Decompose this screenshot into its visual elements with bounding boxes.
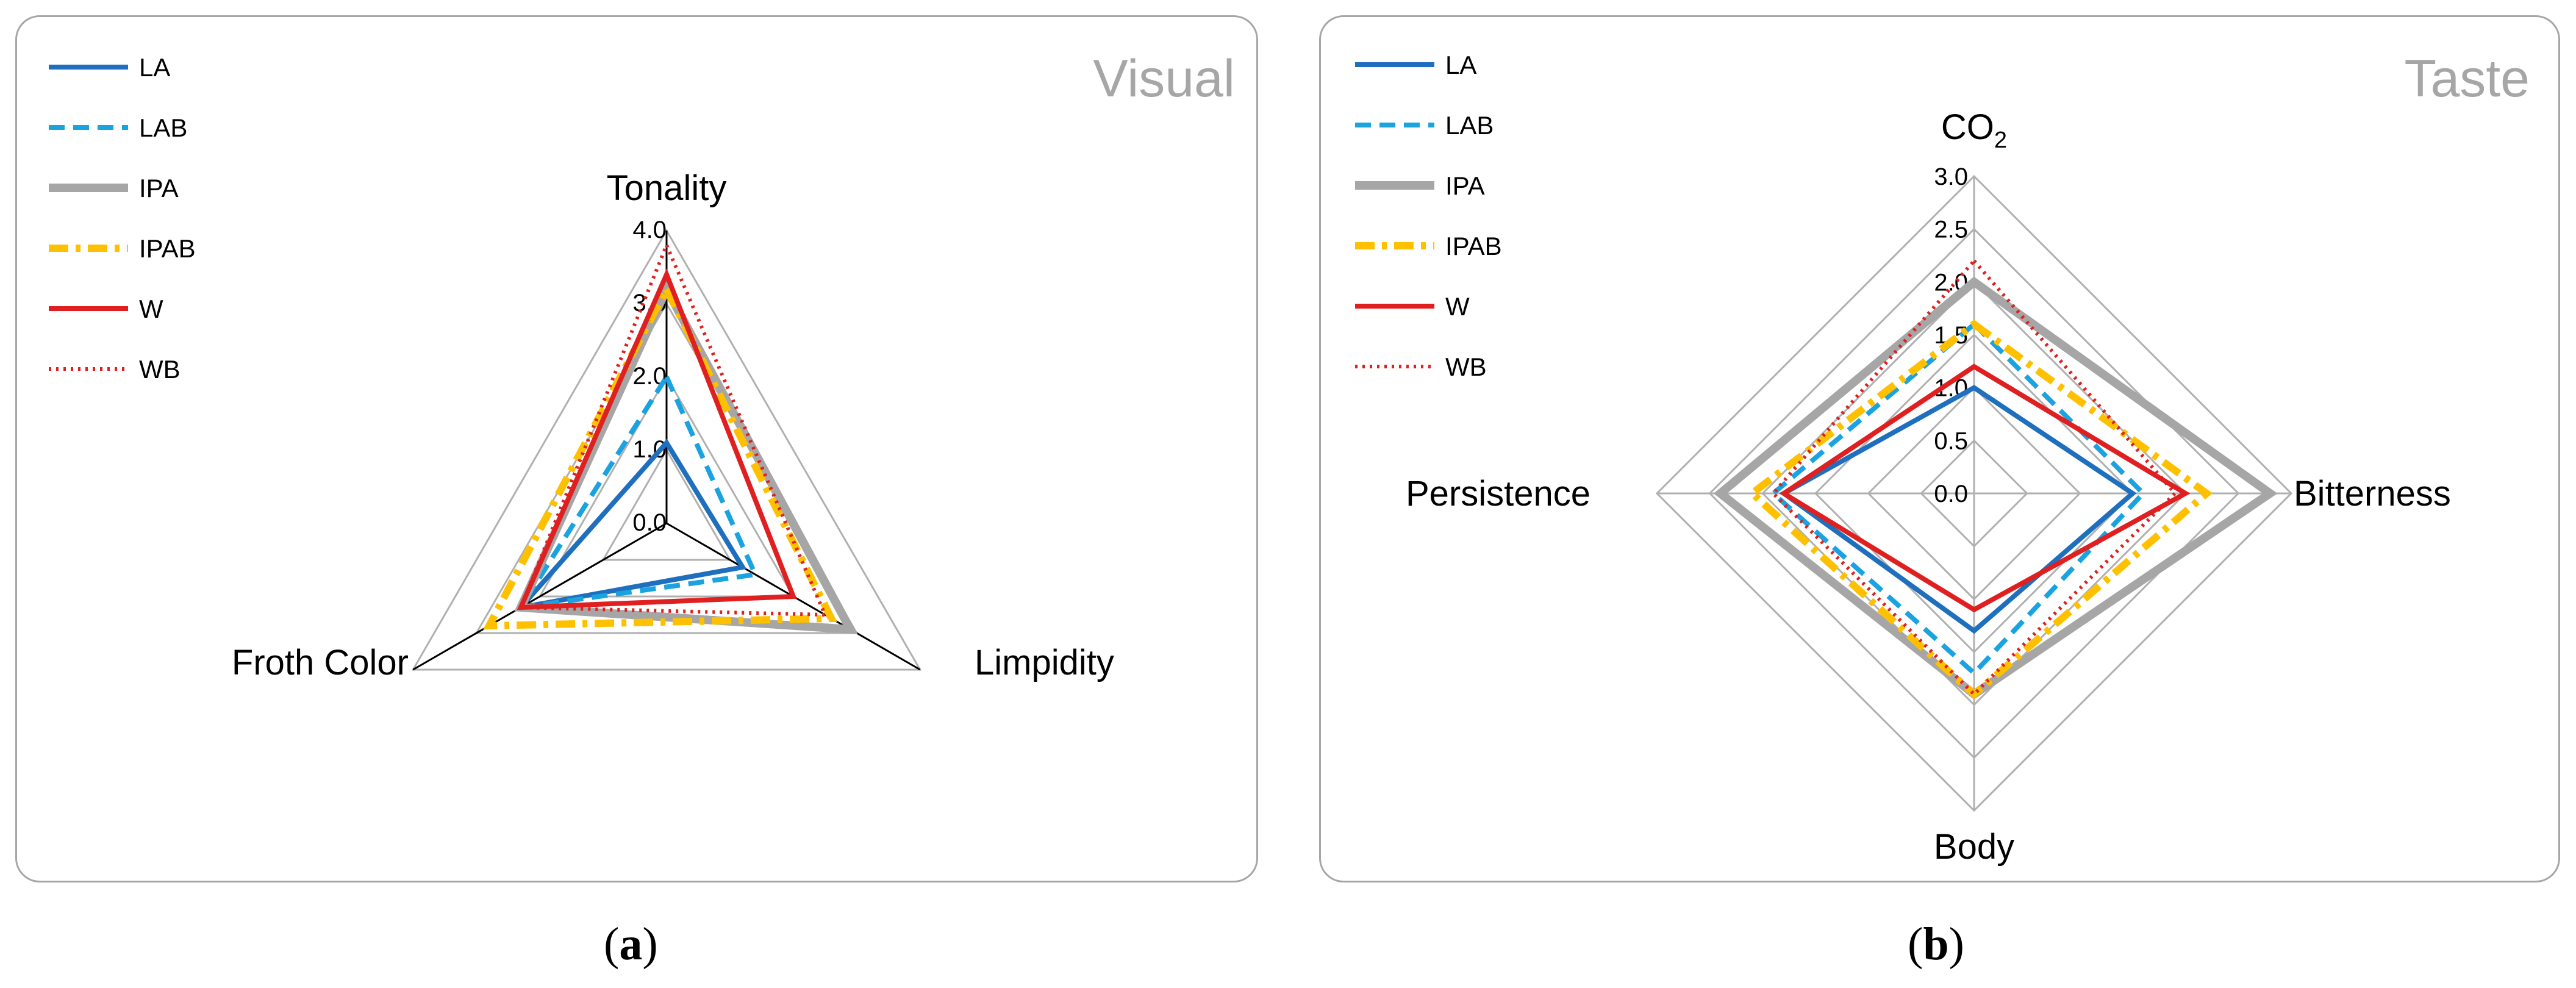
series-la [1779, 384, 2137, 634]
caption-b-close: ) [1948, 918, 1964, 970]
series-wb [518, 240, 828, 617]
caption-b: (b) [1908, 918, 1964, 971]
series [1713, 258, 2278, 700]
axis-label-bitterness: Bitterness [2294, 474, 2451, 514]
caption-b-letter: b [1923, 918, 1949, 970]
taste-radar-chart: TasteLALABIPAIPABWWB0.00.51.01.52.02.53.… [1355, 49, 2530, 867]
grid-ring-1 [601, 448, 732, 561]
legend-label-w: W [139, 295, 163, 323]
series-ipab [482, 281, 837, 630]
axis-label-froth-color: Froth Color [232, 643, 409, 682]
series-w [517, 268, 797, 610]
legend-label-la: LA [1445, 51, 1476, 79]
legend: LA LAB IPA IPAB W WB [1355, 51, 1502, 381]
legend-label-wb: WB [1445, 353, 1487, 381]
legend-label-la: LA [139, 53, 170, 82]
tick-label-5: 2.5 [1934, 217, 1968, 243]
axis-spoke-froth-color [412, 522, 667, 671]
legend: LA LAB IPA IPAB W WB [49, 53, 196, 384]
grid [1655, 174, 2293, 812]
legend-label-lab: LAB [139, 113, 187, 142]
tick-label-1: 0.5 [1934, 428, 1968, 454]
series-ipab [1746, 320, 2213, 700]
legend-label-ipa: IPA [1445, 171, 1485, 200]
series-w [1779, 363, 2191, 613]
legend-label-wb: WB [139, 355, 181, 384]
legend-label-lab: LAB [1445, 111, 1494, 140]
legend-label-w: W [1445, 292, 1470, 321]
caption-a-letter: a [619, 918, 643, 970]
axis-label-persistence: Persistence [1406, 474, 1590, 514]
series [482, 240, 858, 634]
tick-label-6: 3.0 [1934, 163, 1968, 190]
grid-ring-2 [538, 374, 795, 598]
caption-a-open: ( [604, 918, 620, 970]
tick-labels: 0.01.02.03.04.0 [632, 217, 667, 536]
grid-ring-4 [411, 228, 922, 671]
chart-title-taste: Taste [2404, 49, 2530, 108]
tick-label-4: 4.0 [632, 217, 667, 243]
axis-label-body: Body [1934, 827, 2014, 867]
caption-a: (a) [604, 918, 658, 971]
legend-label-ipab: IPAB [1445, 232, 1502, 260]
visual-radar-chart: VisualLALABIPAIPABWWB0.01.02.03.04.0Tona… [49, 49, 1235, 682]
caption-a-close: ) [642, 918, 658, 970]
series-lab [515, 371, 759, 611]
tick-label-0: 0.0 [1934, 481, 1968, 507]
axis-label-co2-subscript: 2 [1994, 127, 2007, 153]
axis-label-tonality: Tonality [607, 168, 727, 208]
series-la [514, 439, 747, 611]
legend-label-ipab: IPAB [139, 234, 196, 263]
caption-b-open: ( [1908, 918, 1923, 970]
legend-label-ipa: IPA [139, 174, 179, 202]
tick-label-0: 0.0 [632, 509, 667, 536]
axis-label-co2: CO2 [1941, 107, 2007, 153]
axis-label-limpidity: Limpidity [975, 643, 1114, 682]
chart-title-visual: Visual [1093, 49, 1235, 108]
tick-labels: 0.00.51.01.52.02.53.0 [1934, 163, 1968, 507]
